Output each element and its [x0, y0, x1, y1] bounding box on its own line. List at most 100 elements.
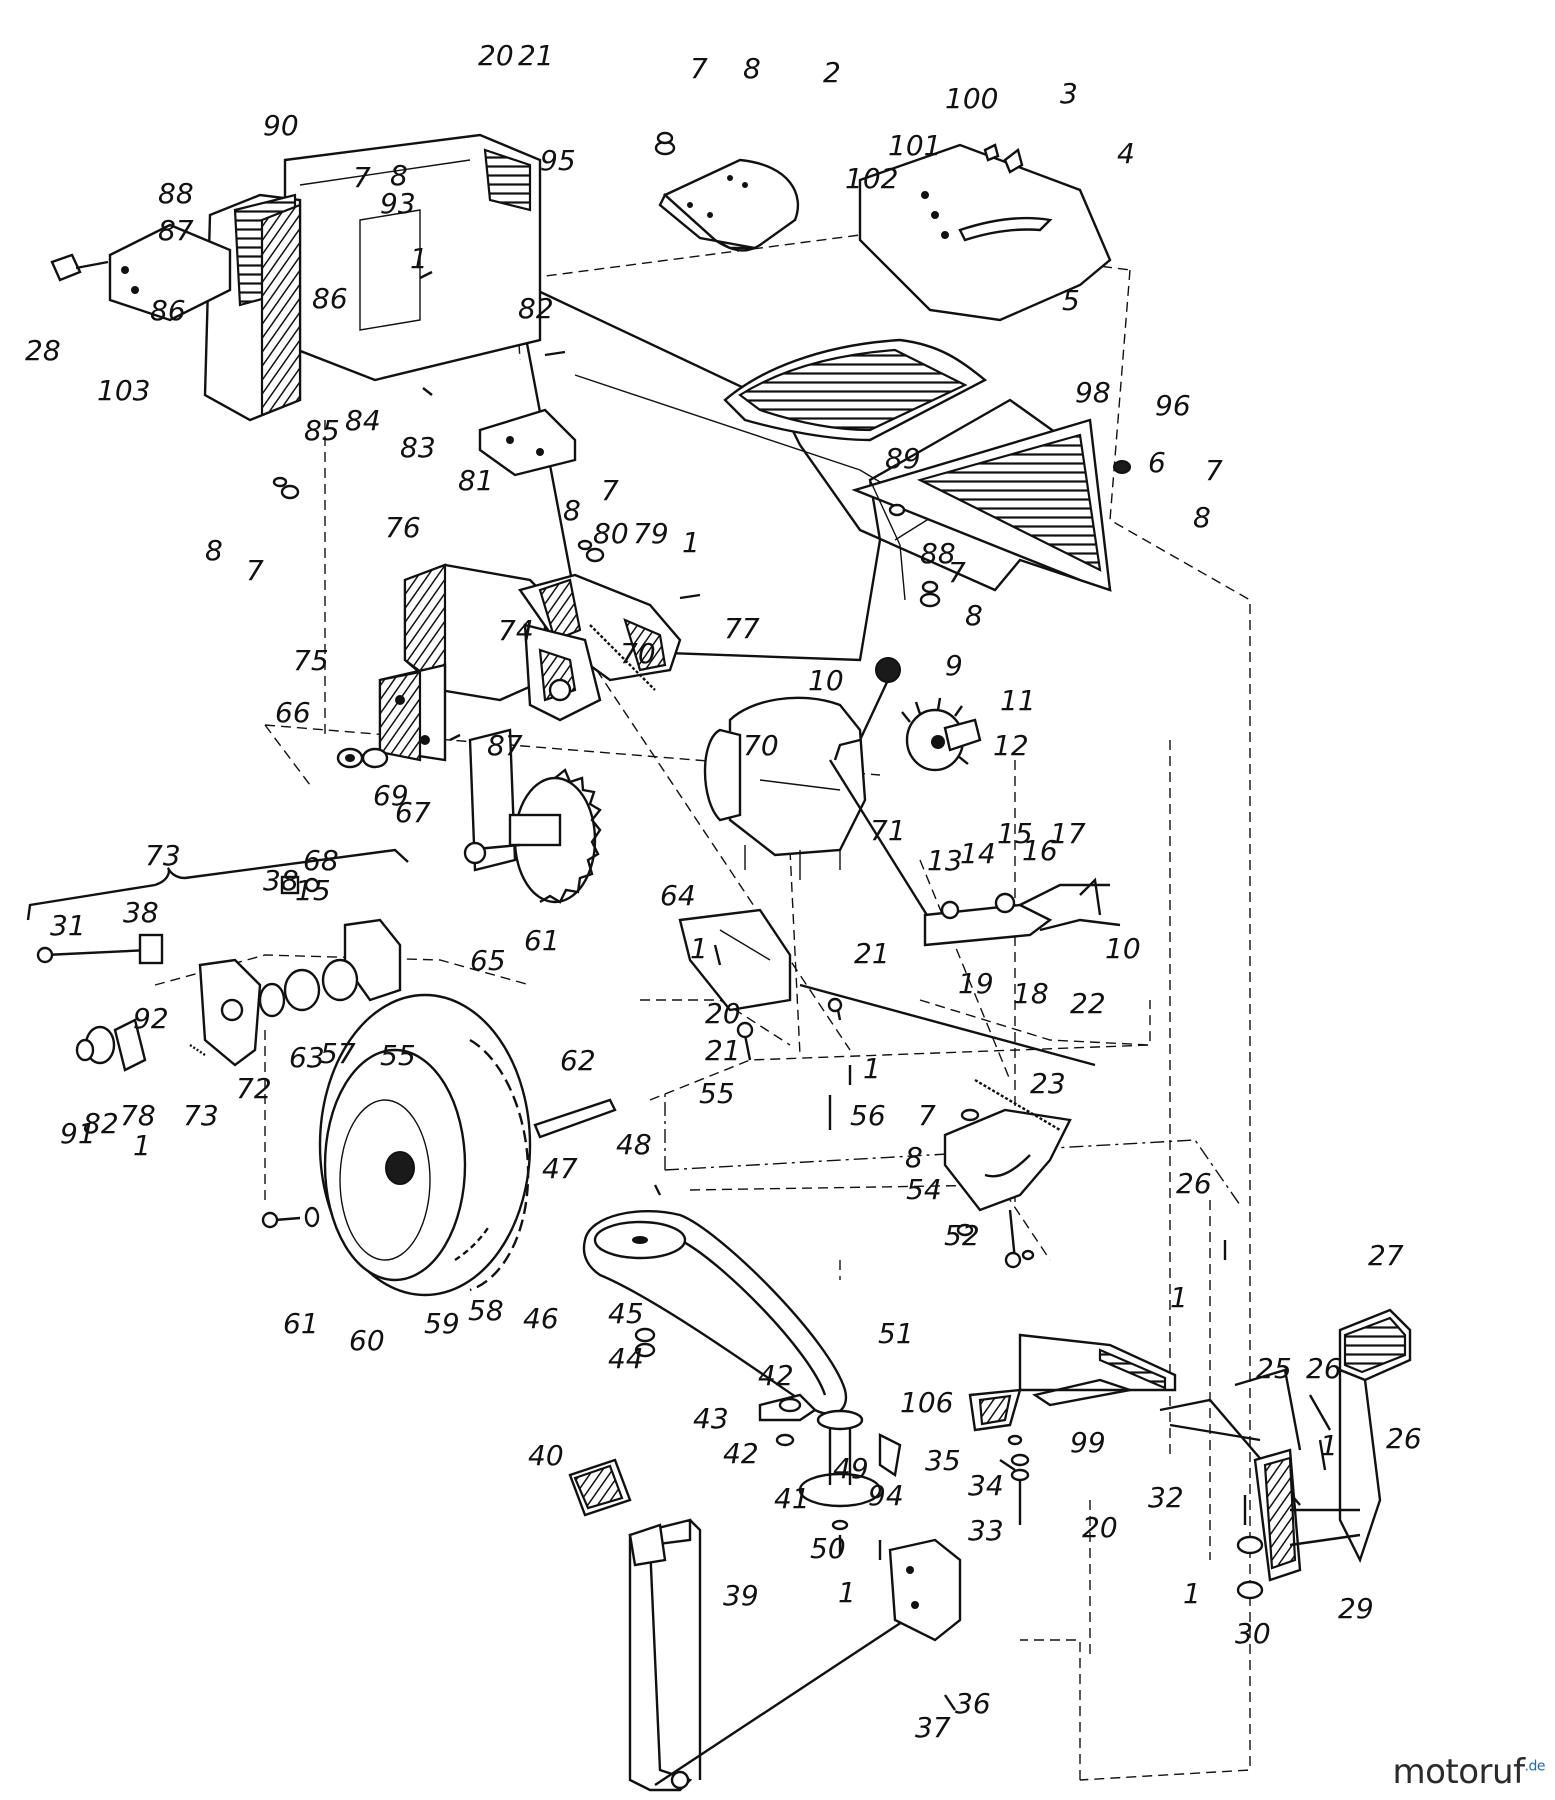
part-label: 39 — [723, 1579, 759, 1612]
part-label: 52 — [944, 1219, 980, 1252]
part-label: 20 — [478, 39, 514, 72]
part-label: 31 — [50, 909, 86, 942]
part-43-idler-bracket — [758, 1393, 817, 1447]
part-label: 85 — [304, 414, 340, 447]
part-32-rod — [1169, 1423, 1261, 1442]
part-66-68-washers — [336, 747, 389, 769]
part-label: 29 — [1338, 1592, 1374, 1625]
part-label: 21 — [705, 1034, 741, 1067]
part-label: 34 — [968, 1469, 1004, 1502]
part-label: 44 — [608, 1342, 644, 1375]
watermark-tld: .de — [1524, 1758, 1546, 1775]
part-label: 7 — [246, 554, 264, 587]
part-label: 46 — [523, 1302, 559, 1335]
part-102-bracket — [108, 223, 232, 322]
part-label: 72 — [236, 1072, 272, 1105]
part-label: 78 — [120, 1099, 156, 1132]
part-label: 10 — [1105, 932, 1141, 965]
part-9-10-shift-lever — [828, 657, 932, 921]
part-label: 49 — [833, 1452, 869, 1485]
part-label: 4 — [1117, 137, 1135, 170]
part-4-cover-plate — [858, 143, 1112, 322]
part-73-bracket-assembly — [26, 848, 409, 1072]
part-label: 21 — [518, 39, 554, 72]
part-label: 37 — [915, 1711, 951, 1744]
part-label: 8 — [1193, 501, 1211, 534]
part-label: 58 — [468, 1294, 504, 1327]
part-label: 14 — [960, 837, 996, 870]
part-13-19-linkage — [923, 877, 1121, 947]
part-label: 99 — [1070, 1426, 1106, 1459]
part-label: 66 — [275, 696, 311, 729]
part-label: 83 — [400, 431, 436, 464]
part-label: 7 — [353, 161, 371, 194]
part-label: 12 — [993, 729, 1029, 762]
part-22-rod — [799, 983, 1096, 1067]
part-label: 82 — [518, 292, 554, 325]
part-label: 96 — [1155, 389, 1191, 422]
part-label: 33 — [968, 1514, 1004, 1547]
part-label: 38 — [123, 896, 159, 929]
part-label: 67 — [395, 796, 431, 829]
part-label: 65 — [470, 944, 506, 977]
part-label: 73 — [183, 1099, 219, 1132]
part-label: 22 — [1070, 987, 1106, 1020]
site-watermark: motoruf.de — [1392, 1752, 1545, 1792]
part-label: 82 — [83, 1107, 119, 1140]
part-label: 68 — [303, 844, 339, 877]
part-label: 55 — [380, 1039, 416, 1072]
part-label: 8 — [743, 52, 761, 85]
part-label: 28 — [25, 334, 61, 367]
part-label: 106 — [900, 1386, 953, 1419]
part-label: 100 — [945, 82, 998, 115]
part-label: 86 — [150, 294, 186, 327]
part-label: 63 — [289, 1041, 325, 1074]
part-label: 7 — [601, 474, 619, 507]
part-label: 61 — [283, 1307, 319, 1340]
part-label: 36 — [955, 1687, 991, 1720]
part-label: 86 — [312, 282, 348, 315]
part-label: 8 — [905, 1141, 923, 1174]
part-label: 80 — [593, 517, 629, 550]
part-label: 11 — [1000, 684, 1036, 717]
part-label: 38 — [263, 864, 299, 897]
part-label: 42 — [758, 1359, 794, 1392]
part-11-12-gear — [901, 697, 982, 772]
part-label: 3 — [1060, 77, 1078, 110]
part-label: 59 — [424, 1307, 460, 1340]
part-label: 2 — [823, 56, 841, 89]
part-label: 45 — [608, 1297, 644, 1330]
part-labels: 1 1 1 1 1 1 1 1 1 2 3 4 5 6 7 7 7 7 7 7 … — [25, 39, 1422, 1744]
part-label: 93 — [380, 187, 416, 220]
part-label: 95 — [540, 144, 576, 177]
part-label: 88 — [920, 537, 956, 570]
part-label: 32 — [1148, 1481, 1184, 1514]
part-label: 74 — [498, 614, 534, 647]
part-label: 75 — [293, 644, 329, 677]
part-label: 69 — [373, 779, 409, 812]
part-label: 26 — [1306, 1352, 1342, 1385]
part-label: 92 — [133, 1002, 169, 1035]
part-label: 17 — [1050, 817, 1086, 850]
part-label: 1 — [133, 1129, 151, 1162]
part-label: 21 — [854, 937, 890, 970]
part-label: 76 — [385, 511, 421, 544]
part-label: 77 — [724, 612, 760, 645]
part-label: 88 — [158, 177, 194, 210]
part-label: 42 — [723, 1437, 759, 1470]
part-label: 55 — [699, 1077, 735, 1110]
part-69-clutch-assembly — [523, 623, 602, 722]
part-label: 7 — [1205, 454, 1223, 487]
part-36-bracket — [888, 1538, 962, 1642]
part-52-pivot-plate — [943, 1078, 1072, 1269]
part-label: 8 — [390, 159, 408, 192]
part-label: 1 — [863, 1052, 881, 1085]
part-label: 9 — [945, 649, 963, 682]
part-label: 8 — [205, 534, 223, 567]
part-98-brake-link — [968, 1333, 1301, 1506]
part-41-pulley — [798, 1409, 902, 1508]
part-70-transmission — [703, 696, 867, 880]
part-label: 8 — [965, 599, 983, 632]
part-label: 70 — [743, 729, 779, 762]
